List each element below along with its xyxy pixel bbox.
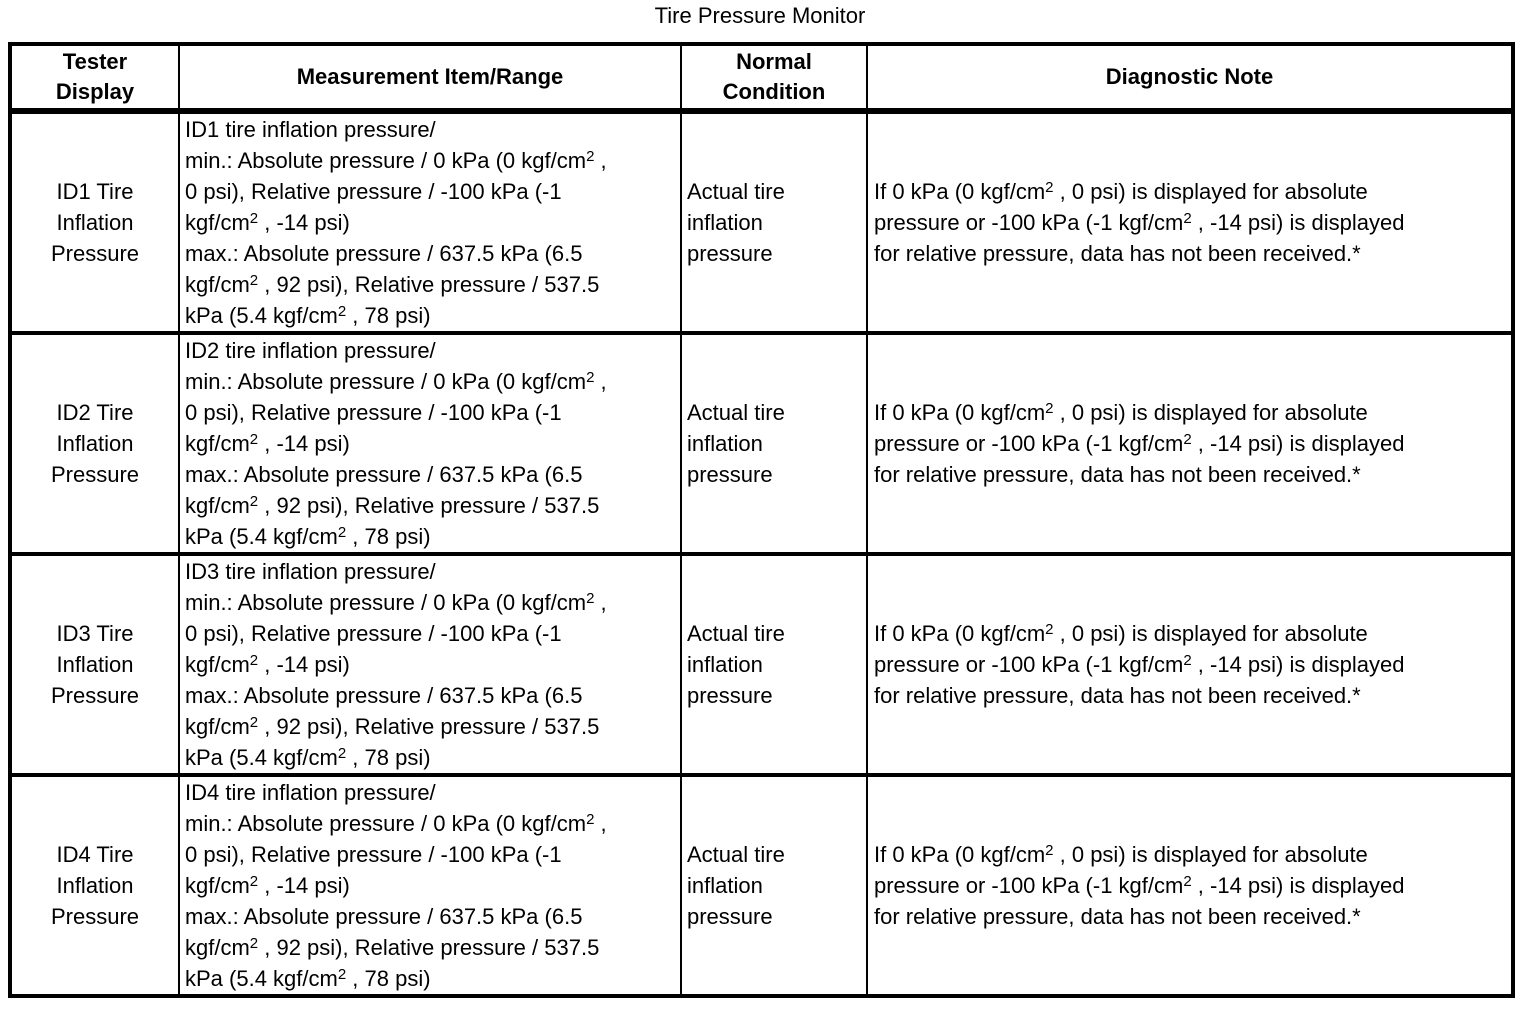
table-row-id1: ID1 Tire Inflation Pressure ID1 tire inf… bbox=[9, 109, 1514, 335]
normal-condition-cell: Actual tire inflation pressure bbox=[680, 109, 868, 335]
diagnostic-note-cell: If 0 kPa (0 kgf/cm2 , 0 psi) is displaye… bbox=[866, 552, 1514, 777]
diagnostic-note-value: If 0 kPa (0 kgf/cm2 , 0 psi) is displaye… bbox=[874, 842, 1405, 929]
page-title: Tire Pressure Monitor bbox=[654, 3, 866, 28]
col-header-tester-display: Tester Display bbox=[9, 42, 180, 114]
diagnostic-note-value: If 0 kPa (0 kgf/cm2 , 0 psi) is displaye… bbox=[874, 179, 1405, 266]
diagnostic-note-cell: If 0 kPa (0 kgf/cm2 , 0 psi) is displaye… bbox=[866, 331, 1514, 556]
diagnostic-note-value: If 0 kPa (0 kgf/cm2 , 0 psi) is displaye… bbox=[874, 621, 1405, 708]
measurement-cell: ID4 tire inflation pressure/ min.: Absol… bbox=[178, 773, 682, 998]
tester-display-value: ID2 Tire Inflation Pressure bbox=[50, 400, 140, 487]
table-row-id2: ID2 Tire Inflation Pressure ID2 tire inf… bbox=[9, 331, 1514, 556]
diagnostic-note-cell: If 0 kPa (0 kgf/cm2 , 0 psi) is displaye… bbox=[866, 773, 1514, 998]
measurement-value: ID1 tire inflation pressure/ min.: Absol… bbox=[185, 117, 607, 328]
diagnostic-note-value: If 0 kPa (0 kgf/cm2 , 0 psi) is displaye… bbox=[874, 400, 1405, 487]
normal-condition-value: Actual tire inflation pressure bbox=[687, 842, 785, 929]
table-row-id3: ID3 Tire Inflation Pressure ID3 tire inf… bbox=[9, 552, 1514, 777]
tester-display-cell: ID2 Tire Inflation Pressure bbox=[9, 331, 180, 556]
normal-condition-value: Actual tire inflation pressure bbox=[687, 621, 785, 708]
normal-condition-cell: Actual tire inflation pressure bbox=[680, 773, 868, 998]
tire-pressure-monitor-table: Tester Display Measurement Item/Range No… bbox=[8, 42, 1515, 998]
col-header-normal-condition: Normal Condition bbox=[680, 42, 868, 114]
table-row-id4: ID4 Tire Inflation Pressure ID4 tire inf… bbox=[9, 773, 1514, 998]
col-header-measurement-item-range: Measurement Item/Range bbox=[178, 42, 682, 114]
tester-display-value: ID3 Tire Inflation Pressure bbox=[50, 621, 140, 708]
diagnostic-note-cell: If 0 kPa (0 kgf/cm2 , 0 psi) is displaye… bbox=[866, 109, 1514, 335]
col-header-diagnostic-note: Diagnostic Note bbox=[866, 42, 1514, 114]
measurement-cell: ID3 tire inflation pressure/ min.: Absol… bbox=[178, 552, 682, 777]
tester-display-cell: ID3 Tire Inflation Pressure bbox=[9, 552, 180, 777]
tester-display-value: ID1 Tire Inflation Pressure bbox=[50, 179, 140, 266]
measurement-value: ID3 tire inflation pressure/ min.: Absol… bbox=[185, 559, 607, 770]
normal-condition-cell: Actual tire inflation pressure bbox=[680, 552, 868, 777]
normal-condition-cell: Actual tire inflation pressure bbox=[680, 331, 868, 556]
measurement-cell: ID2 tire inflation pressure/ min.: Absol… bbox=[178, 331, 682, 556]
normal-condition-value: Actual tire inflation pressure bbox=[687, 400, 785, 487]
tester-display-cell: ID4 Tire Inflation Pressure bbox=[9, 773, 180, 998]
tester-display-value: ID4 Tire Inflation Pressure bbox=[50, 842, 140, 929]
tester-display-cell: ID1 Tire Inflation Pressure bbox=[9, 109, 180, 335]
header-row: Tester Display Measurement Item/Range No… bbox=[9, 42, 1514, 114]
measurement-value: ID2 tire inflation pressure/ min.: Absol… bbox=[185, 338, 607, 549]
normal-condition-value: Actual tire inflation pressure bbox=[687, 179, 785, 266]
measurement-cell: ID1 tire inflation pressure/ min.: Absol… bbox=[178, 109, 682, 335]
measurement-value: ID4 tire inflation pressure/ min.: Absol… bbox=[185, 780, 607, 991]
